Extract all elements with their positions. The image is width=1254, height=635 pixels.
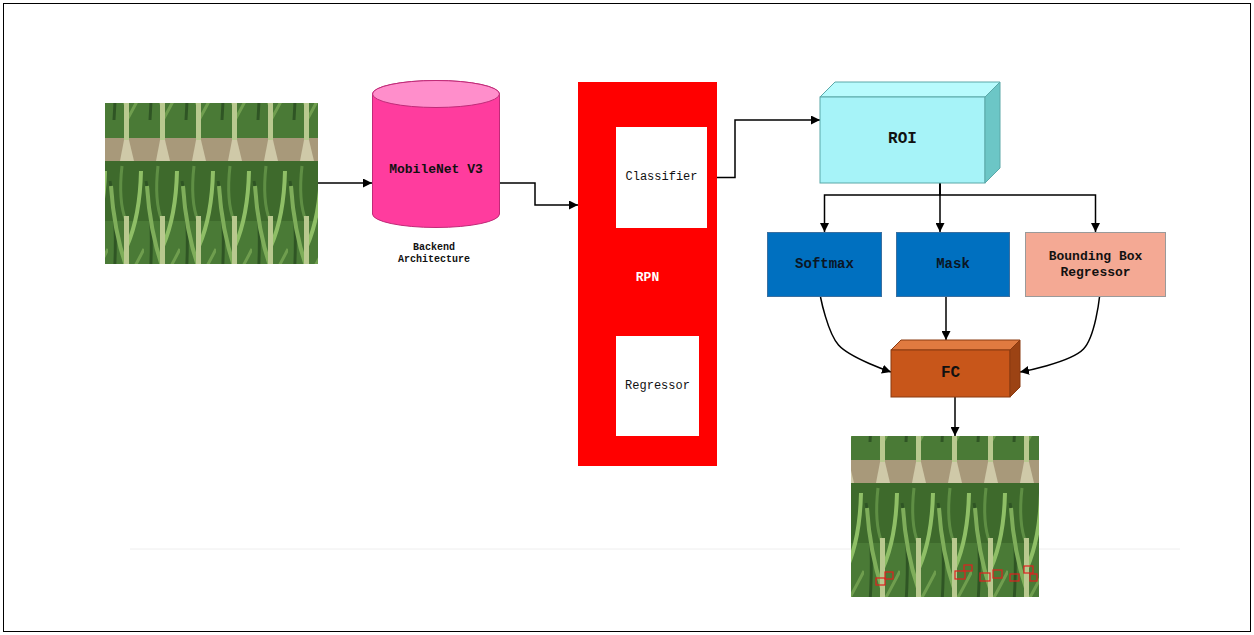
detection-box — [1030, 574, 1037, 581]
flow-arrow — [1020, 297, 1100, 372]
detection-box — [964, 565, 972, 571]
flow-arrow — [821, 297, 892, 372]
node-label: RPN — [578, 270, 717, 286]
cuboid-side — [985, 82, 1000, 183]
detection-box — [876, 578, 885, 585]
rpn-block: RPN ClassifierRegressor — [578, 82, 717, 466]
flow-arrow — [707, 120, 820, 178]
softmax-box: Softmax — [767, 232, 882, 297]
roi-cuboid: ROI — [820, 82, 1000, 183]
detection-box — [980, 573, 990, 581]
node-label: ROI — [820, 97, 985, 183]
node-label: Mask — [932, 256, 974, 273]
mask-box: Mask — [896, 232, 1010, 297]
cylinder-body — [373, 81, 500, 228]
node-caption: Backend Architecture — [386, 242, 482, 266]
cylinder-top — [373, 81, 500, 108]
detection-box — [1010, 574, 1019, 581]
flow-arrow — [940, 183, 1096, 232]
page-frame — [4, 4, 1251, 632]
detection-box — [955, 571, 965, 579]
detection-box — [885, 572, 893, 579]
cuboid-top — [891, 340, 1020, 350]
fc-cuboid: FC — [891, 340, 1020, 397]
detection-marks — [876, 565, 1037, 585]
detection-box — [1024, 566, 1033, 573]
node-label: Bounding Box Regressor — [1026, 249, 1165, 280]
cuboid-top — [820, 82, 1000, 97]
input-field-photo — [105, 103, 318, 264]
cuboid-front — [891, 350, 1010, 397]
output-field-photo — [851, 436, 1039, 597]
node-label: Softmax — [791, 256, 858, 273]
cuboid-front — [820, 97, 985, 183]
detection-box — [993, 570, 1002, 578]
cylinder-outline — [372, 80, 500, 228]
input-arrow — [318, 182, 372, 184]
bbox-regressor-box: Bounding Box Regressor — [1025, 232, 1166, 297]
flow-arrow — [945, 297, 947, 340]
node-label: MobileNet V3 — [372, 162, 500, 178]
classifier-box: Classifier — [616, 127, 707, 228]
cuboid-side — [1010, 340, 1020, 397]
flow-arrow — [500, 183, 578, 205]
node-label: Regressor — [621, 379, 694, 393]
node-label: Classifier — [621, 170, 701, 184]
backbone-cylinder: MobileNet V3 Backend Architecture — [372, 80, 500, 280]
node-label: FC — [891, 350, 1010, 397]
regressor-box: Regressor — [616, 336, 699, 436]
output-arrow — [954, 397, 956, 436]
flow-arrow — [825, 183, 941, 232]
